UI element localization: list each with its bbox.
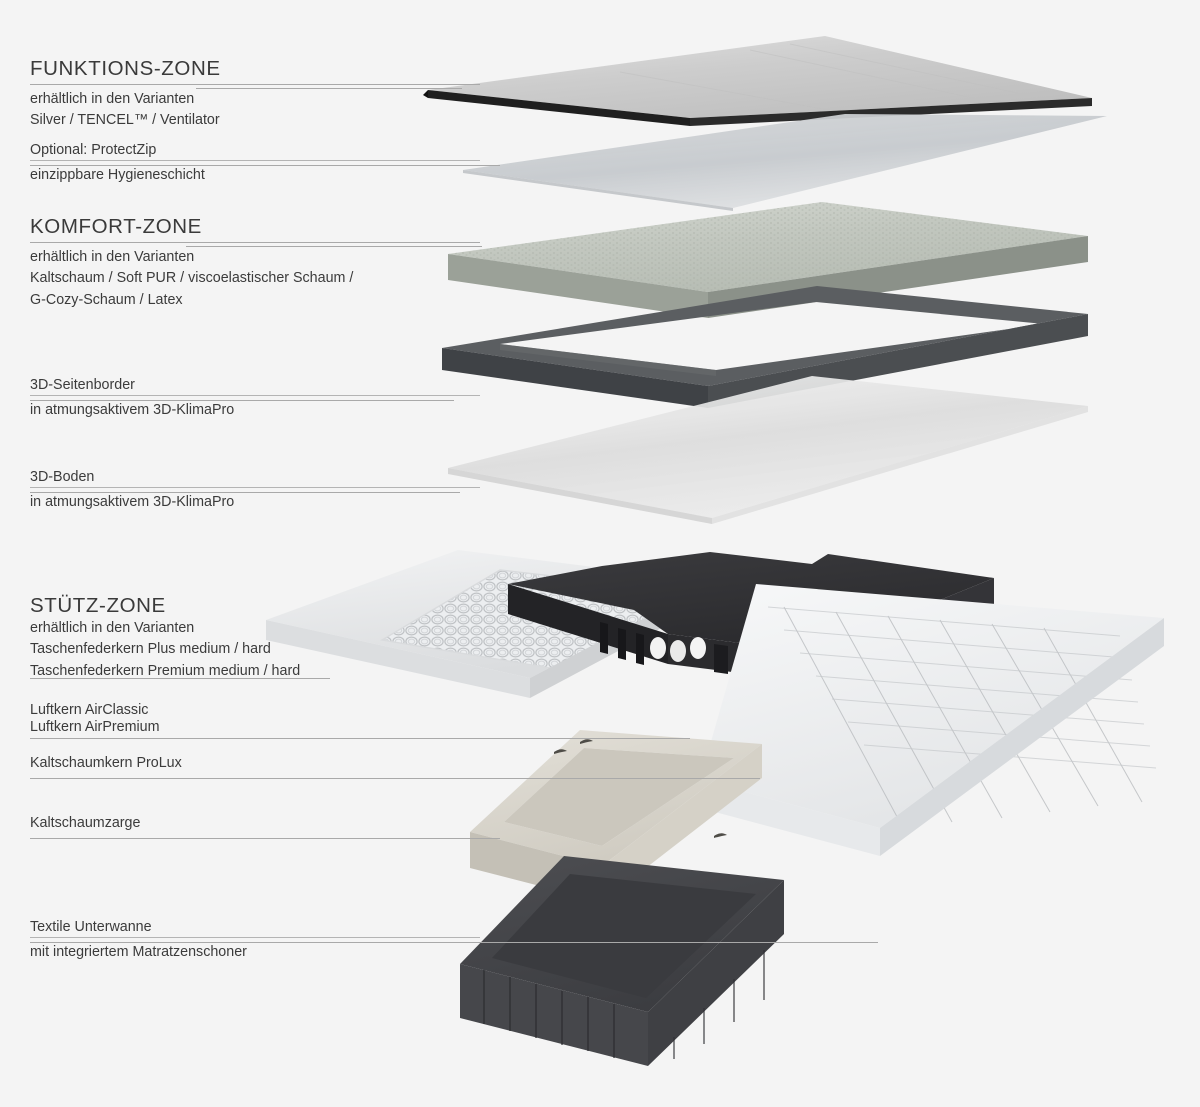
label-title: Textile Unterwanne xyxy=(30,919,152,935)
leader-unterwanne xyxy=(30,942,878,943)
label-line-1: in atmungsaktivem 3D-KlimaPro xyxy=(30,494,235,511)
label-rule xyxy=(30,487,480,489)
leader-3d-boden xyxy=(30,492,460,493)
label-rule xyxy=(30,395,480,397)
label-3d-seitenborder: 3D-Seitenborder in atmungsaktivem 3D-Kli… xyxy=(30,378,480,422)
leader-protectzip xyxy=(30,165,500,166)
label-line-1: Luftkern AirPremium xyxy=(30,719,160,736)
layer-protectzip xyxy=(455,108,1115,218)
label-protectzip: Optional: ProtectZip einzippbare Hygiene… xyxy=(30,143,480,187)
leader-prolux xyxy=(30,778,760,779)
label-3d-boden: 3D-Boden in atmungsaktivem 3D-KlimaPro xyxy=(30,470,480,514)
label-title: Kaltschaumkern ProLux xyxy=(30,755,182,771)
label-line-1: mit integriertem Matratzenschoner xyxy=(30,944,247,961)
label-funktions-zone: FUNKTIONS-ZONE erhältlich in den Variant… xyxy=(30,57,480,132)
label-kaltschaumkern-prolux: Kaltschaumkern ProLux xyxy=(30,755,480,771)
label-title: Kaltschaumzarge xyxy=(30,815,141,831)
leader-3d-seitenborder xyxy=(30,400,454,401)
leader-funktions-zone xyxy=(196,88,462,89)
label-title: Optional: ProtectZip xyxy=(30,142,157,158)
leader-luftkern xyxy=(30,738,690,739)
leader-komfort-zone xyxy=(186,246,482,247)
leader-stuetz-zone xyxy=(30,678,330,679)
layer-3d-boden xyxy=(440,372,1120,532)
label-title: 3D-Boden xyxy=(30,469,95,485)
label-line-3: Taschenfederkern Premium medium / hard xyxy=(30,662,301,679)
leader-kaltschaumzarge xyxy=(30,838,500,839)
label-rule xyxy=(30,937,480,939)
label-line-2: Taschenfederkern Plus medium / hard xyxy=(30,641,271,658)
label-line-1: erhältlich in den Varianten xyxy=(30,248,195,265)
label-rule xyxy=(30,83,480,85)
label-line-1: einzippbare Hygieneschicht xyxy=(30,167,205,184)
label-line-1: in atmungsaktivem 3D-KlimaPro xyxy=(30,402,235,419)
label-luftkern: Luftkern AirClassic Luftkern AirPremium xyxy=(30,703,480,739)
label-title: KOMFORT-ZONE xyxy=(30,215,202,238)
label-line-2: Kaltschaum / Soft PUR / viscoelastischer… xyxy=(30,270,354,287)
label-textile-unterwanne: Textile Unterwanne mit integriertem Matr… xyxy=(30,920,480,964)
layer-cover xyxy=(420,28,1100,138)
label-line-2: Silver / TENCEL™ / Ventilator xyxy=(30,112,220,129)
label-line-1: erhältlich in den Varianten xyxy=(30,90,195,107)
label-title: Luftkern AirClassic xyxy=(30,702,149,718)
label-line-1: erhältlich in den Varianten xyxy=(30,619,195,636)
label-title: FUNKTIONS-ZONE xyxy=(30,57,221,80)
label-rule xyxy=(30,241,480,243)
layer-foam-core xyxy=(690,560,1200,890)
label-title: STÜTZ-ZONE xyxy=(30,594,166,617)
label-komfort-zone: KOMFORT-ZONE erhältlich in den Varianten… xyxy=(30,215,480,312)
layer-bottom-tub xyxy=(452,852,872,1092)
label-title: 3D-Seitenborder xyxy=(30,377,135,393)
label-stuetz-zone: STÜTZ-ZONE erhältlich in den Varianten T… xyxy=(30,594,480,683)
label-rule xyxy=(30,160,480,162)
label-kaltschaumzarge: Kaltschaumzarge xyxy=(30,815,480,831)
label-line-3: G-Cozy-Schaum / Latex xyxy=(30,291,183,308)
